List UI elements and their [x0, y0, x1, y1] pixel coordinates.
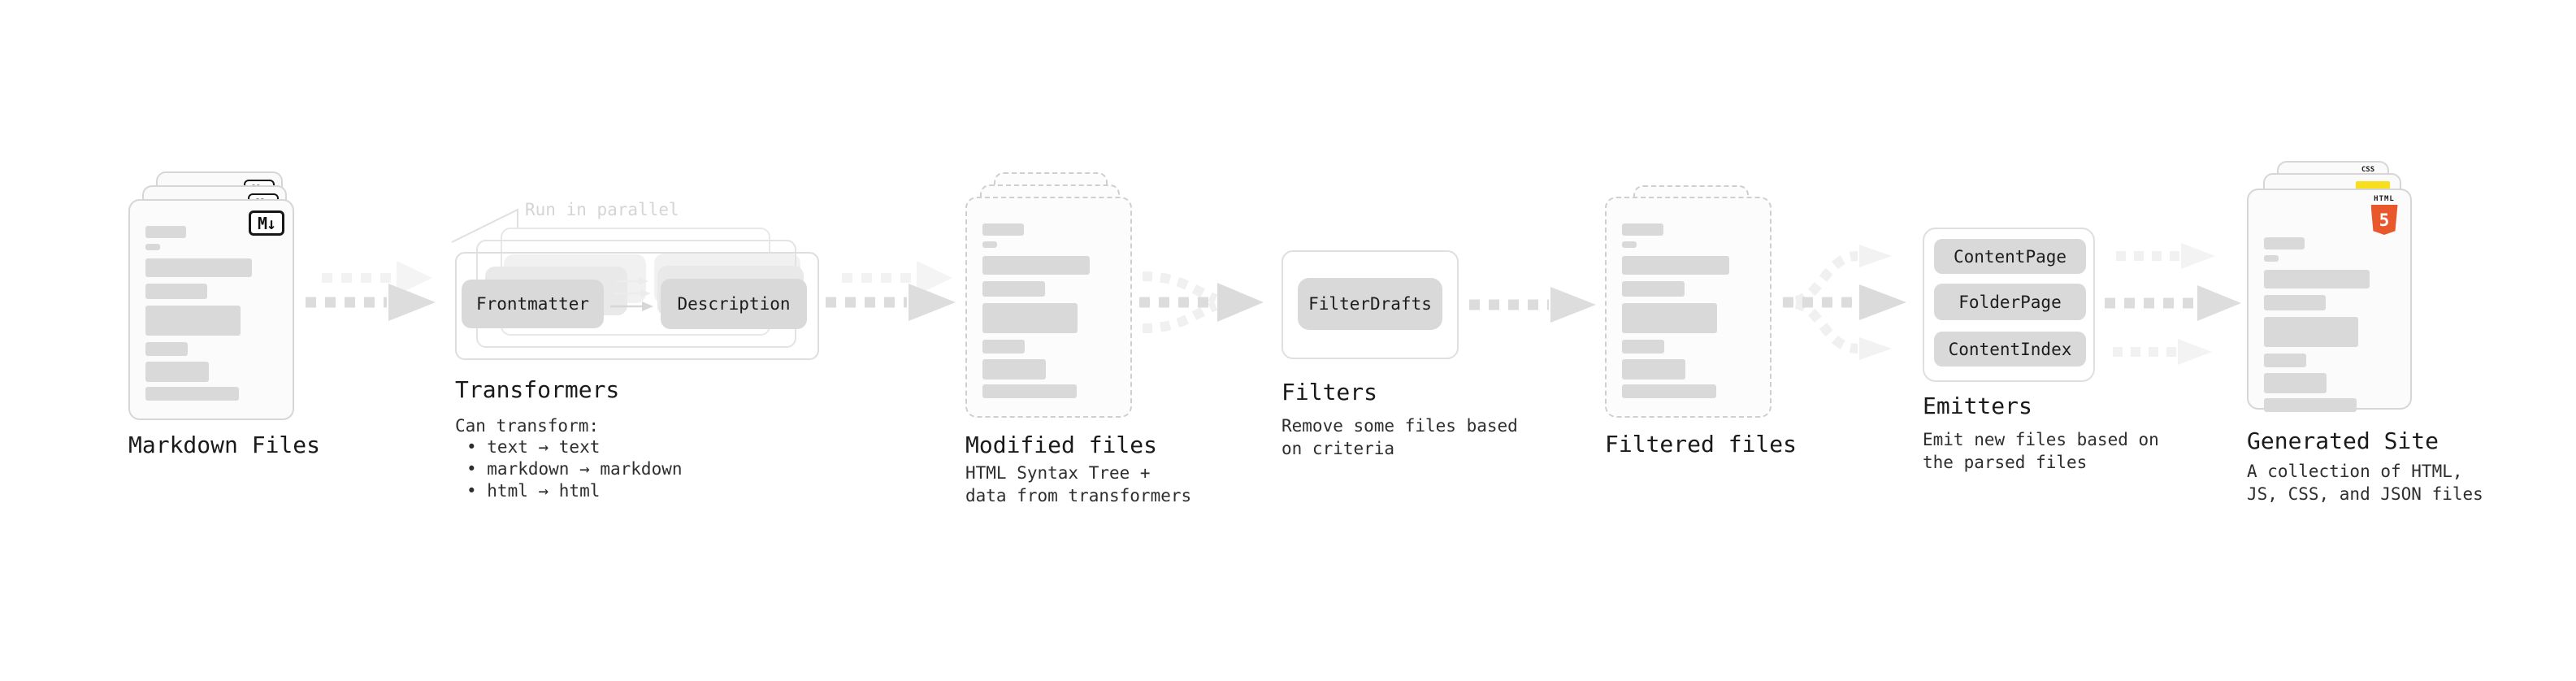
filtered-file-card-front: [1605, 197, 1772, 418]
transform-bullet: • text → text: [466, 437, 601, 457]
transformers-label: Transformers: [455, 376, 620, 403]
run-in-parallel-annotation: Run in parallel: [525, 200, 679, 219]
text-line-bar: [1622, 281, 1685, 297]
text-line-bar: [145, 244, 160, 250]
html-file-card: HTML 5: [2247, 189, 2412, 412]
text-line-bar: [145, 284, 208, 299]
generated-site-label: Generated Site: [2247, 427, 2439, 454]
description-node: Description: [661, 279, 807, 329]
emitters-desc: Emit new files based on the parsed files: [1923, 430, 2159, 472]
generated-site-desc: A collection of HTML, JS, CSS, and JSON …: [2247, 462, 2483, 504]
text-line-bar: [1622, 256, 1730, 275]
text-line-bar: [145, 306, 241, 336]
dashed-arrow-light-icon: [2113, 339, 2212, 365]
dashed-arrow-icon: [2105, 285, 2241, 321]
emitters-label: Emitters: [1923, 393, 2032, 419]
document-text-bars: [2264, 237, 2395, 412]
transform-bullet: • html → html: [466, 481, 601, 501]
text-line-bar: [982, 241, 997, 248]
modified-file-card-front: [965, 197, 1132, 418]
markdown-badge-icon: M↓: [249, 210, 284, 236]
modified-files-desc: HTML Syntax Tree + data from transformer…: [965, 463, 1192, 505]
parallel-arrows-icon: [610, 277, 653, 311]
text-line-bar: [1622, 384, 1716, 398]
text-line-bar: [2264, 295, 2326, 310]
text-line-bar: [982, 223, 1024, 236]
contentindex-node: ContentIndex: [1934, 332, 2086, 367]
markdown-files-label: Markdown Files: [128, 432, 321, 458]
text-line-bar: [145, 362, 209, 382]
text-line-bar: [2264, 255, 2279, 262]
text-line-bar: [2264, 398, 2357, 412]
markdown-file-card-front: M↓: [128, 199, 294, 420]
emitters-card: ContentPage FolderPage ContentIndex: [1923, 228, 2095, 382]
text-line-bar: [145, 342, 188, 356]
text-line-bar: [145, 258, 253, 277]
text-line-bar: [982, 384, 1077, 398]
filterdrafts-node: FilterDrafts: [1298, 278, 1442, 330]
document-text-bars: [982, 223, 1115, 398]
text-line-bar: [2264, 317, 2358, 347]
text-line-bar: [145, 387, 240, 401]
text-line-bar: [1622, 359, 1686, 380]
html5-logo-word: HTML: [2374, 195, 2395, 203]
filters-label: Filters: [1281, 379, 1378, 406]
css-badge-label: CSS: [2361, 166, 2375, 174]
text-line-bar: [1622, 241, 1637, 248]
text-line-bar: [2264, 354, 2306, 367]
filtered-files-label: Filtered files: [1605, 431, 1798, 458]
converge-arrow-icon: [1139, 271, 1264, 333]
filters-desc: Remove some files based on criteria: [1281, 416, 1518, 458]
contentpage-node: ContentPage: [1934, 239, 2086, 274]
text-line-bar: [982, 256, 1091, 275]
transformers-desc-title: Can transform:: [455, 416, 600, 436]
text-line-bar: [982, 281, 1045, 297]
transformers-bullet-list: • text → text • markdown → markdown • ht…: [466, 436, 683, 502]
text-line-bar: [1622, 223, 1663, 236]
modified-files-label: Modified files: [965, 432, 1158, 458]
html5-shield: 5: [2370, 205, 2398, 235]
transform-bullet: • markdown → markdown: [466, 459, 683, 479]
folderpage-node: FolderPage: [1934, 284, 2086, 320]
text-line-bar: [2264, 270, 2370, 288]
text-line-bar: [982, 303, 1078, 333]
text-line-bar: [1622, 340, 1665, 354]
document-text-bars: [1622, 223, 1754, 398]
annotation-leader-line: [451, 208, 518, 243]
transformer-run-card-front: [455, 252, 819, 360]
text-line-bar: [2264, 373, 2327, 393]
dashed-arrow-light-icon: [2116, 243, 2215, 269]
dashed-arrow-icon: [306, 261, 436, 321]
filters-card: FilterDrafts: [1281, 250, 1459, 359]
text-line-bar: [145, 226, 187, 238]
dashed-arrow-icon: [1469, 287, 1596, 323]
dashed-arrow-icon: [826, 261, 956, 321]
text-line-bar: [2264, 237, 2305, 249]
html5-logo-icon: HTML 5: [2368, 195, 2400, 235]
document-text-bars: [145, 226, 277, 401]
fanout-arrow-icon: [1783, 245, 1906, 360]
frontmatter-node: Frontmatter: [462, 280, 604, 328]
text-line-bar: [982, 340, 1026, 354]
html5-number: 5: [2379, 210, 2390, 230]
text-line-bar: [1622, 303, 1718, 333]
text-line-bar: [982, 359, 1047, 380]
